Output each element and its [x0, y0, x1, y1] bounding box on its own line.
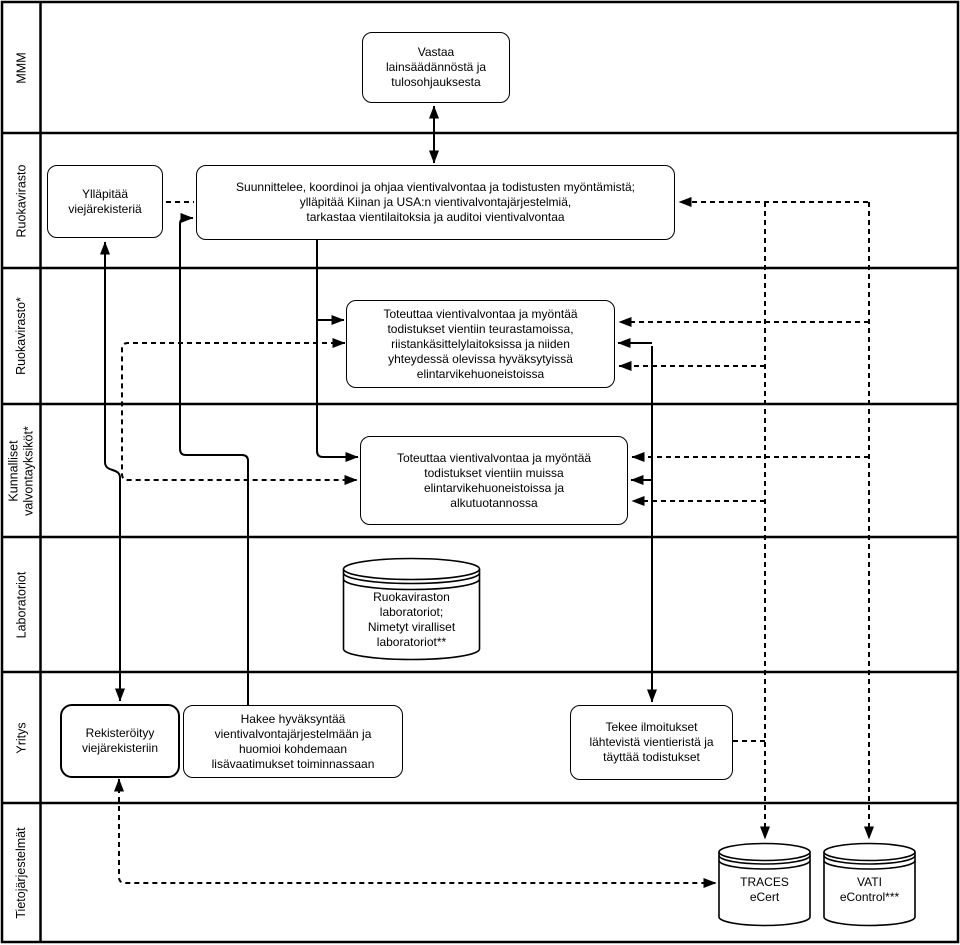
node-vastaa-lainsaadannosta[interactable]: Vastaa lainsäädännöstä ja tulosohjaukses…: [362, 32, 510, 103]
node-toteuttaa-muissa[interactable]: Toteuttaa vientivalvontaa ja myöntää tod…: [360, 436, 628, 525]
vati-cylinder-label: VATI eControl***: [839, 875, 900, 904]
node-suunnittelee-koordinoi[interactable]: Suunnittelee, koordinoi ja ohjaa vientiv…: [196, 165, 675, 240]
edge-suunnittelee-to-toteuttaa-muut: [316, 240, 359, 462]
traces-cylinder-label: TRACES eCert: [740, 875, 789, 904]
node-toteuttaa-teurastamoissa[interactable]: Toteuttaa vientivalvontaa ja myöntää tod…: [346, 300, 615, 388]
lane-dividers: [2, 131, 958, 805]
edge-rekisteroityy-traces-dashed: [114, 778, 717, 888]
node-rekisteroityy-viejarekisteriin[interactable]: Rekisteröityy viejärekisteriin: [60, 704, 180, 778]
lane-label-ruokavirasto: Ruokavirasto: [13, 164, 28, 237]
vati-cylinder[interactable]: [823, 842, 916, 927]
edge-hakee-to-suunnittelee: [179, 213, 249, 705]
lane-label-laboratoriot: Laboratoriot: [13, 571, 28, 638]
lane-label-mmm: MMM: [13, 51, 28, 84]
lane-label-yritys: Yritys: [13, 721, 28, 754]
node-hakee-hyvaksyntaa[interactable]: Hakee hyväksyntää vientivalvontajärjeste…: [183, 705, 403, 778]
laboratoriot-cylinder[interactable]: [342, 557, 481, 661]
lane-label-kunnalliset-valvontayksikot: Kunnalliset valvontayksiköt*: [6, 425, 35, 516]
node-tekee-ilmoitukset[interactable]: Tekee ilmoitukset lähtevistä vientierist…: [570, 705, 733, 780]
lane-label-tietojarjestelmat: Tietojärjestelmät: [13, 827, 28, 919]
node-yllapitaa-viejarekisteria[interactable]: Ylläpitää viejärekisteriä: [47, 165, 163, 238]
edge-toteuttaa-boxes-left-dashed: [121, 338, 358, 485]
laboratoriot-cylinder-label: Ruokaviraston laboratoriot; Nimetyt vira…: [367, 590, 456, 649]
lane-label-ruokavirasto-star: Ruokavirasto*: [13, 297, 28, 375]
edge-rekisteroityy-yllapitaa-bidirectional: [100, 241, 125, 702]
traces-cylinder[interactable]: [718, 842, 811, 927]
